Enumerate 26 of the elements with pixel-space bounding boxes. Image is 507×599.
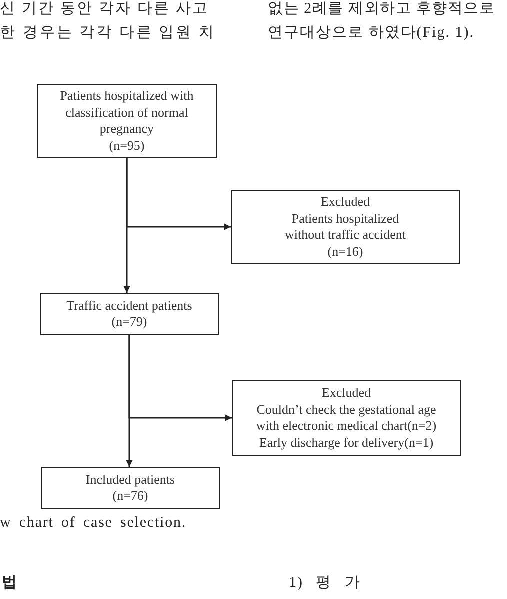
- figure-caption: w chart of case selection.: [0, 514, 187, 532]
- arrow: [126, 158, 231, 230]
- process-box: [41, 467, 220, 509]
- section-heading: 법: [2, 574, 17, 592]
- process-box: [231, 190, 460, 264]
- box-text: (n=76): [112, 488, 148, 504]
- box-text: Excluded: [320, 194, 370, 210]
- box-text: Early discharge for delivery(n=1): [259, 434, 434, 451]
- box-text: Patients hospitalized with classification of normal pregnancy: [59, 88, 195, 138]
- box-text: Included patients: [86, 472, 176, 488]
- body-text: 신 기간 동안 각자 다른 사고: [0, 0, 210, 18]
- process-box: [37, 84, 217, 158]
- box-text: Couldn’t check the gestational age with electronic medical chart(n=2): [255, 402, 438, 434]
- subsection-heading: 1) 평 가: [289, 574, 361, 592]
- box-text: Patients hospitalized without traffic accident: [284, 210, 408, 244]
- process-box: [40, 293, 219, 335]
- body-text: 연구대상으로 하였다(Fig. 1).: [268, 24, 474, 42]
- body-text: 한 경우는 각각 다른 입원 치: [0, 24, 216, 42]
- body-text: 없는 2례를 제외하고 후향적으로: [268, 0, 496, 18]
- box-text: (n=79): [112, 314, 148, 330]
- box-text: (n=16): [328, 244, 364, 260]
- box-text: (n=95): [109, 138, 145, 154]
- box-text: Excluded: [322, 385, 372, 402]
- box-text: Traffic accident patients: [66, 298, 192, 314]
- process-box: [232, 380, 461, 456]
- arrow: [128, 335, 232, 422]
